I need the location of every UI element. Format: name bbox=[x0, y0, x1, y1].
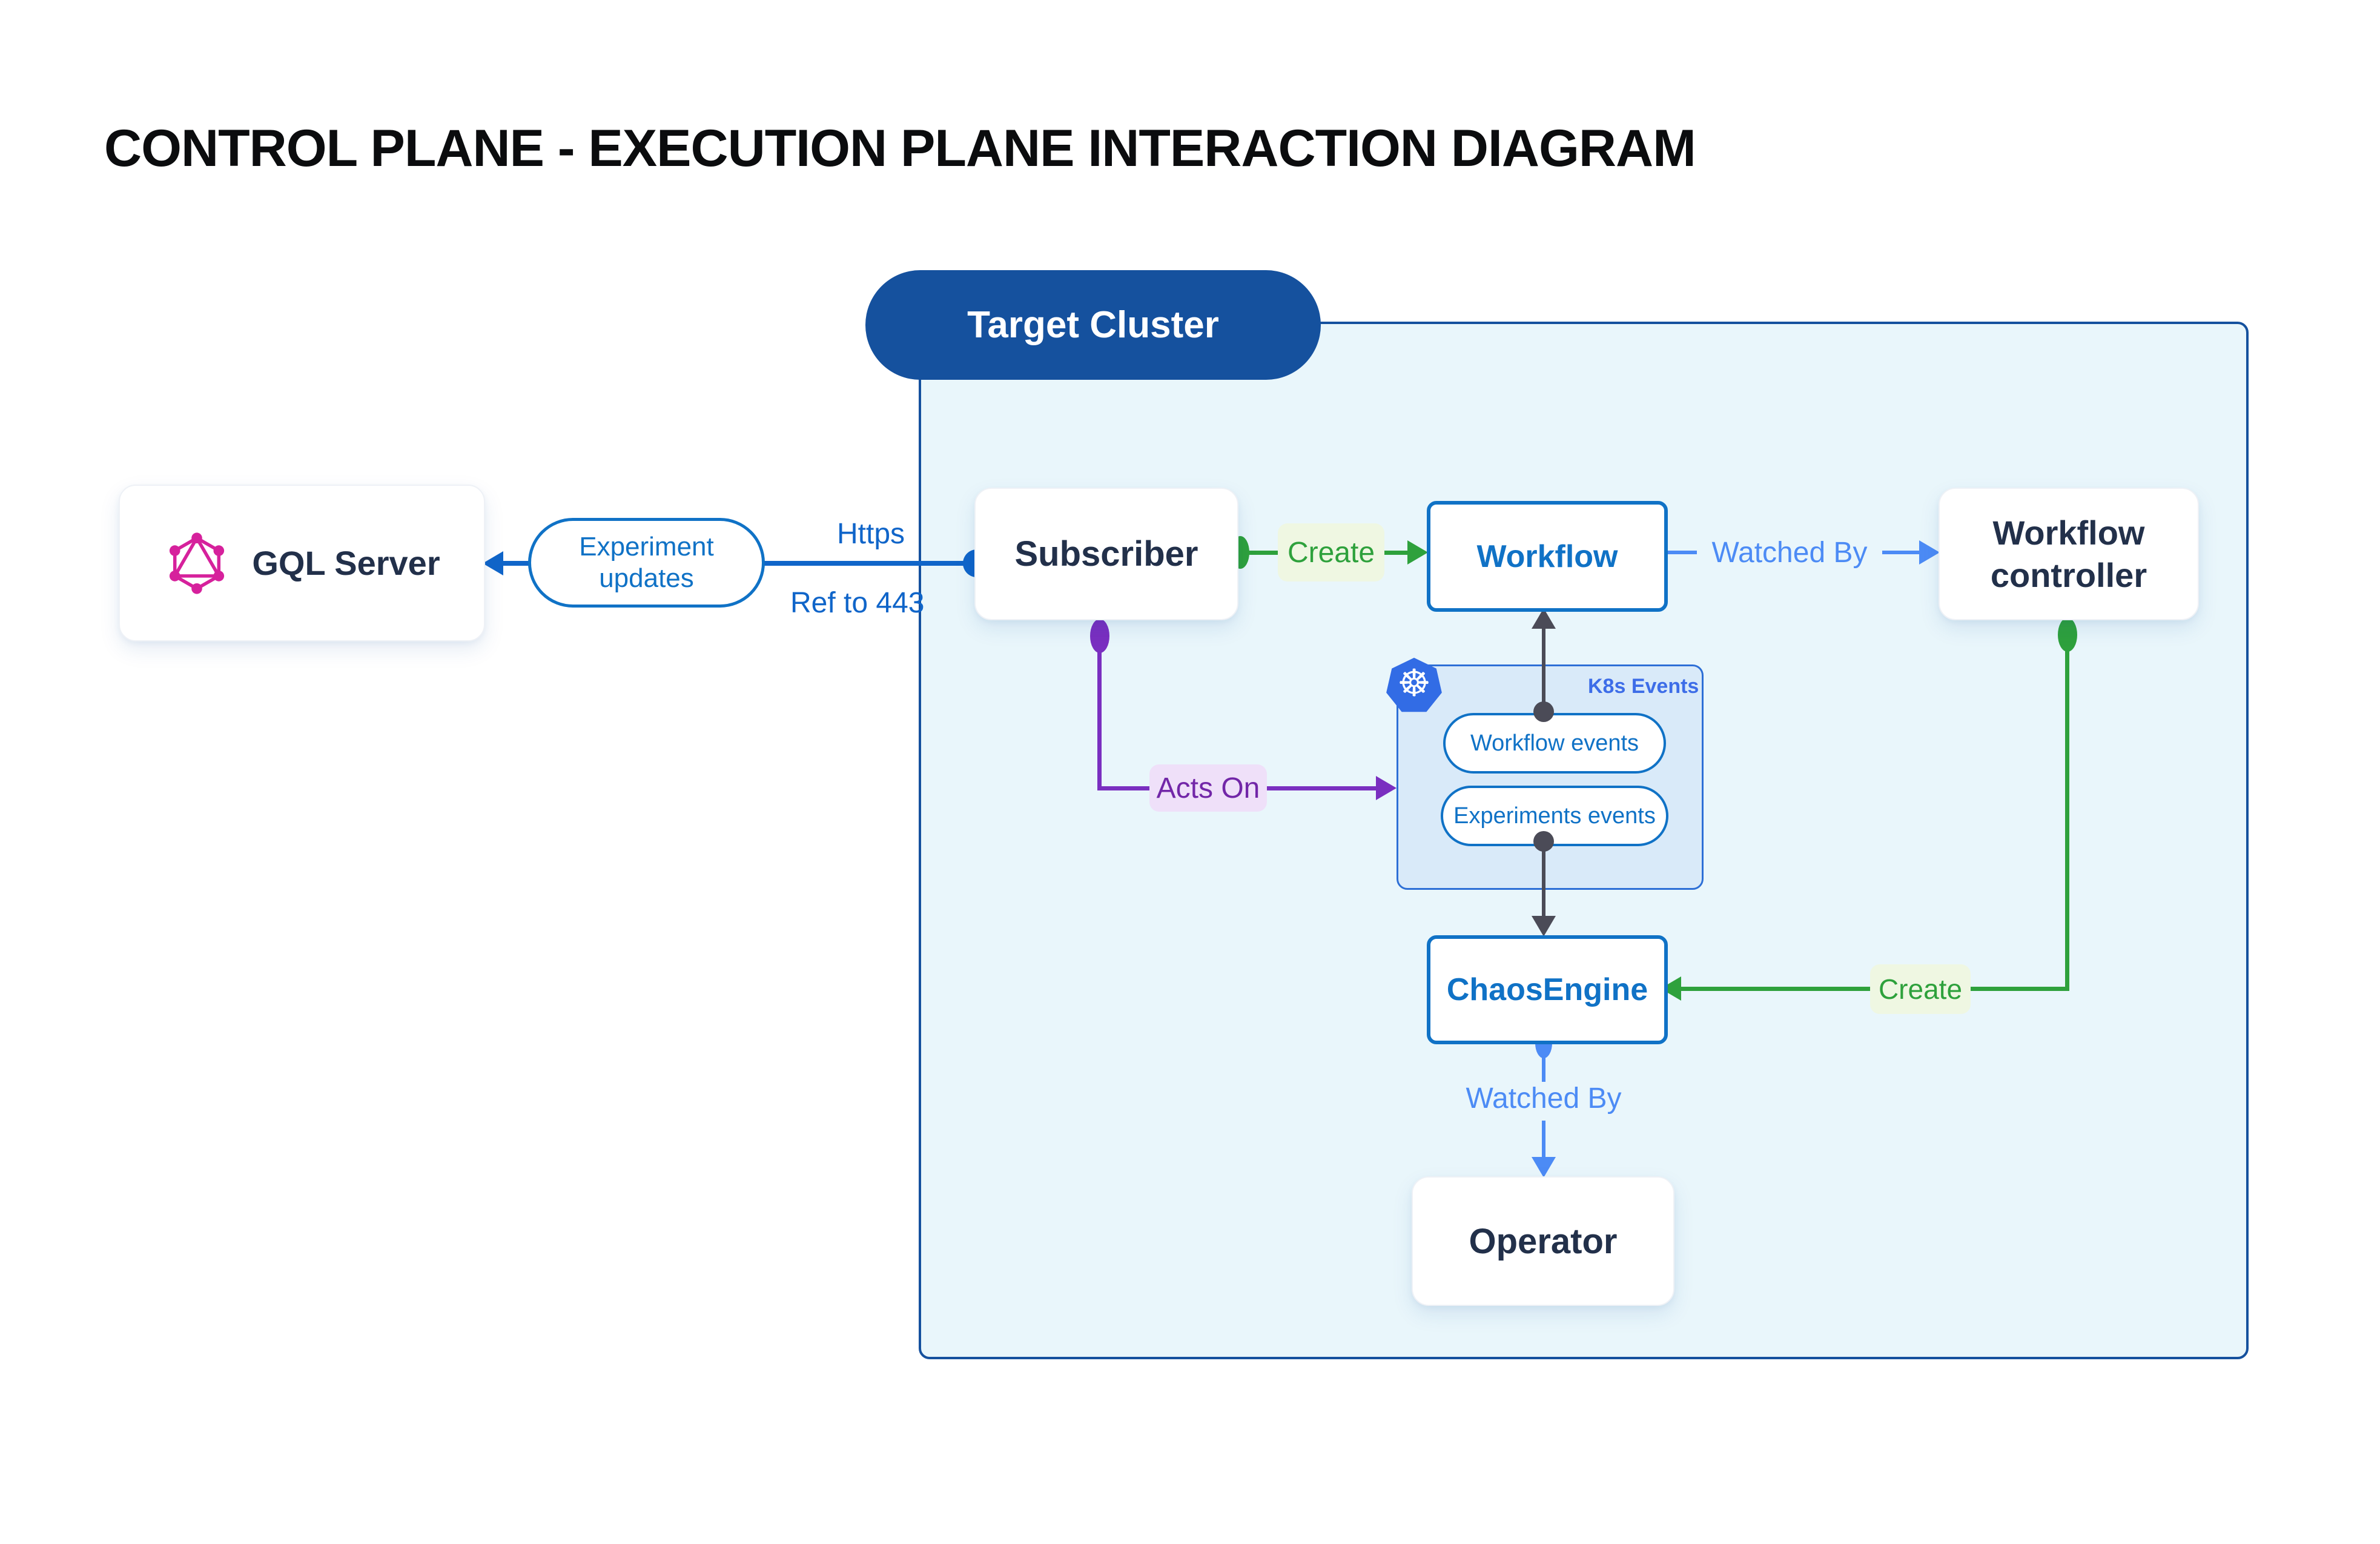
edge-label-experiment-updates: Experiment updates bbox=[528, 518, 765, 608]
arrow-right-into-controller-icon bbox=[1919, 540, 1940, 565]
node-chaos-engine: ChaosEngine bbox=[1427, 935, 1668, 1044]
node-workflow-label: Workflow bbox=[1476, 538, 1618, 574]
edge-label-create-workflow: Create bbox=[1278, 523, 1384, 581]
edge-label-acts-on: Acts On bbox=[1149, 764, 1267, 812]
edge-create-chaos-vline bbox=[2065, 649, 2069, 989]
connector-experiments-chaos-line bbox=[1542, 844, 1545, 916]
node-subscriber-label: Subscriber bbox=[1014, 534, 1198, 574]
node-chaos-engine-label: ChaosEngine bbox=[1446, 972, 1648, 1007]
node-gql-server: GQL Server bbox=[119, 485, 485, 641]
connector-experiments-chaos-dot bbox=[1533, 831, 1554, 852]
k8s-events-box bbox=[1397, 664, 1704, 890]
edge-label-create-chaosengine: Create bbox=[1870, 964, 1971, 1014]
target-cluster-label: Target Cluster bbox=[967, 304, 1219, 346]
edge-label-https: Https bbox=[837, 518, 905, 550]
edge-label-watched-by-controller: Watched By bbox=[1697, 533, 1882, 572]
create-chaos-start-dot bbox=[2058, 618, 2077, 652]
node-gql-server-label: GQL Server bbox=[252, 544, 440, 582]
node-workflow: Workflow bbox=[1427, 501, 1668, 612]
edge-watched-by-operator-line1 bbox=[1542, 1056, 1545, 1082]
acts-on-start-dot bbox=[1090, 619, 1109, 653]
node-operator: Operator bbox=[1412, 1176, 1674, 1306]
arrow-down-into-chaosengine-icon bbox=[1532, 916, 1556, 936]
page-title: CONTROL PLANE - EXECUTION PLANE INTERACT… bbox=[104, 119, 1696, 177]
edge-label-ref-to-443: Ref to 443 bbox=[790, 587, 925, 619]
connector-workflow-events-line bbox=[1542, 628, 1545, 711]
k8s-workflow-events-pill: Workflow events bbox=[1443, 713, 1666, 774]
connector-workflow-events-dot bbox=[1533, 701, 1554, 722]
k8s-events-title: K8s Events bbox=[1588, 675, 1699, 698]
node-workflow-controller: Workflow controller bbox=[1939, 488, 2199, 620]
edge-watched-by-operator-line2 bbox=[1542, 1121, 1545, 1158]
edge-acts-on-vline bbox=[1097, 652, 1102, 786]
arrow-down-into-operator-icon bbox=[1532, 1157, 1556, 1178]
edge-label-watched-by-operator: Watched By bbox=[1466, 1082, 1622, 1115]
k8s-experiments-events-pill: Experiments events bbox=[1441, 786, 1668, 846]
target-cluster-badge: Target Cluster bbox=[865, 270, 1321, 380]
node-operator-label: Operator bbox=[1469, 1221, 1618, 1261]
graphql-icon bbox=[164, 530, 230, 597]
node-workflow-controller-label: Workflow controller bbox=[1990, 513, 2147, 594]
arrow-right-into-workflow-icon bbox=[1407, 540, 1428, 565]
node-subscriber: Subscriber bbox=[974, 488, 1238, 620]
arrow-right-into-k8s-icon bbox=[1376, 776, 1397, 800]
kubernetes-icon: ☸ bbox=[1384, 655, 1444, 715]
arrow-left-into-gql-icon bbox=[483, 551, 503, 575]
